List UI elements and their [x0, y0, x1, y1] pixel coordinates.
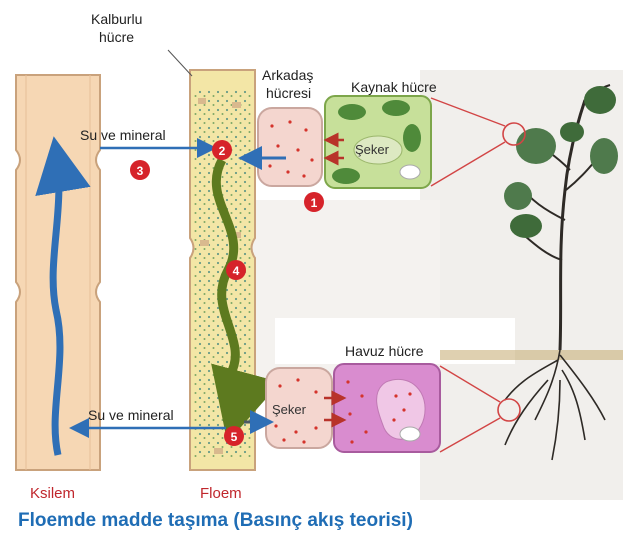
label-su-mineral-top: Su ve mineral [80, 127, 166, 143]
label-arkadas-1: Arkadaş [262, 67, 313, 83]
kalburlu-pointer [167, 49, 193, 77]
svg-text:1: 1 [311, 196, 318, 210]
svg-text:4: 4 [233, 264, 240, 278]
label-seker-bottom: Şeker [272, 402, 307, 417]
label-floem: Floem [200, 485, 242, 502]
label-arkadas-2: hücresi [266, 85, 311, 101]
sugar-dots-companion-top [268, 120, 314, 178]
svg-text:3: 3 [137, 164, 144, 178]
companion-cell-top [257, 107, 323, 187]
plant-illustration [430, 84, 623, 461]
step-badge-3: 3 [130, 160, 150, 180]
svg-text:5: 5 [231, 430, 238, 444]
step-badge-5: 5 [224, 426, 244, 446]
label-su-mineral-bottom: Su ve mineral [88, 407, 174, 423]
svg-text:2: 2 [219, 144, 226, 158]
step-badge-4: 4 [226, 260, 246, 280]
label-kalburlu-2: hücre [99, 29, 134, 45]
step-badge-1: 1 [304, 192, 324, 212]
xylem-water-arrow [35, 136, 91, 456]
sugar-dots-sink [346, 380, 412, 444]
label-ksilem: Ksilem [30, 485, 75, 502]
label-seker-top: Şeker [355, 142, 390, 157]
label-havuz: Havuz hücre [345, 343, 424, 359]
caption: Floemde madde taşıma (Basınç akış teoris… [18, 510, 413, 531]
label-kaynak: Kaynak hücre [351, 79, 437, 95]
phloem-sugar-arrow [211, 157, 281, 443]
step-badge-2: 2 [212, 140, 232, 160]
sugar-dots-companion-bottom [274, 378, 318, 444]
label-kalburlu-1: Kalburlu [91, 11, 142, 27]
